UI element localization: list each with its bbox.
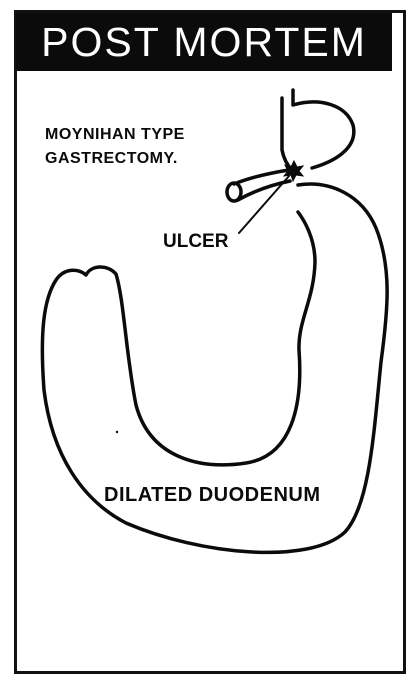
gastric-remnant-inner-wall (282, 98, 292, 170)
procedure-line-1: MOYNIHAN TYPE (45, 123, 185, 147)
ulcer-label: ULCER (163, 232, 228, 251)
procedure-line-2: GASTRECTOMY. (45, 147, 185, 171)
specimen-dot (116, 431, 118, 433)
gastric-remnant-outline (293, 90, 354, 168)
procedure-label: MOYNIHAN TYPE GASTRECTOMY. (45, 123, 185, 171)
ulcer-pointer (239, 176, 289, 233)
duodenum-label: DILATED DUODENUM (104, 485, 321, 505)
